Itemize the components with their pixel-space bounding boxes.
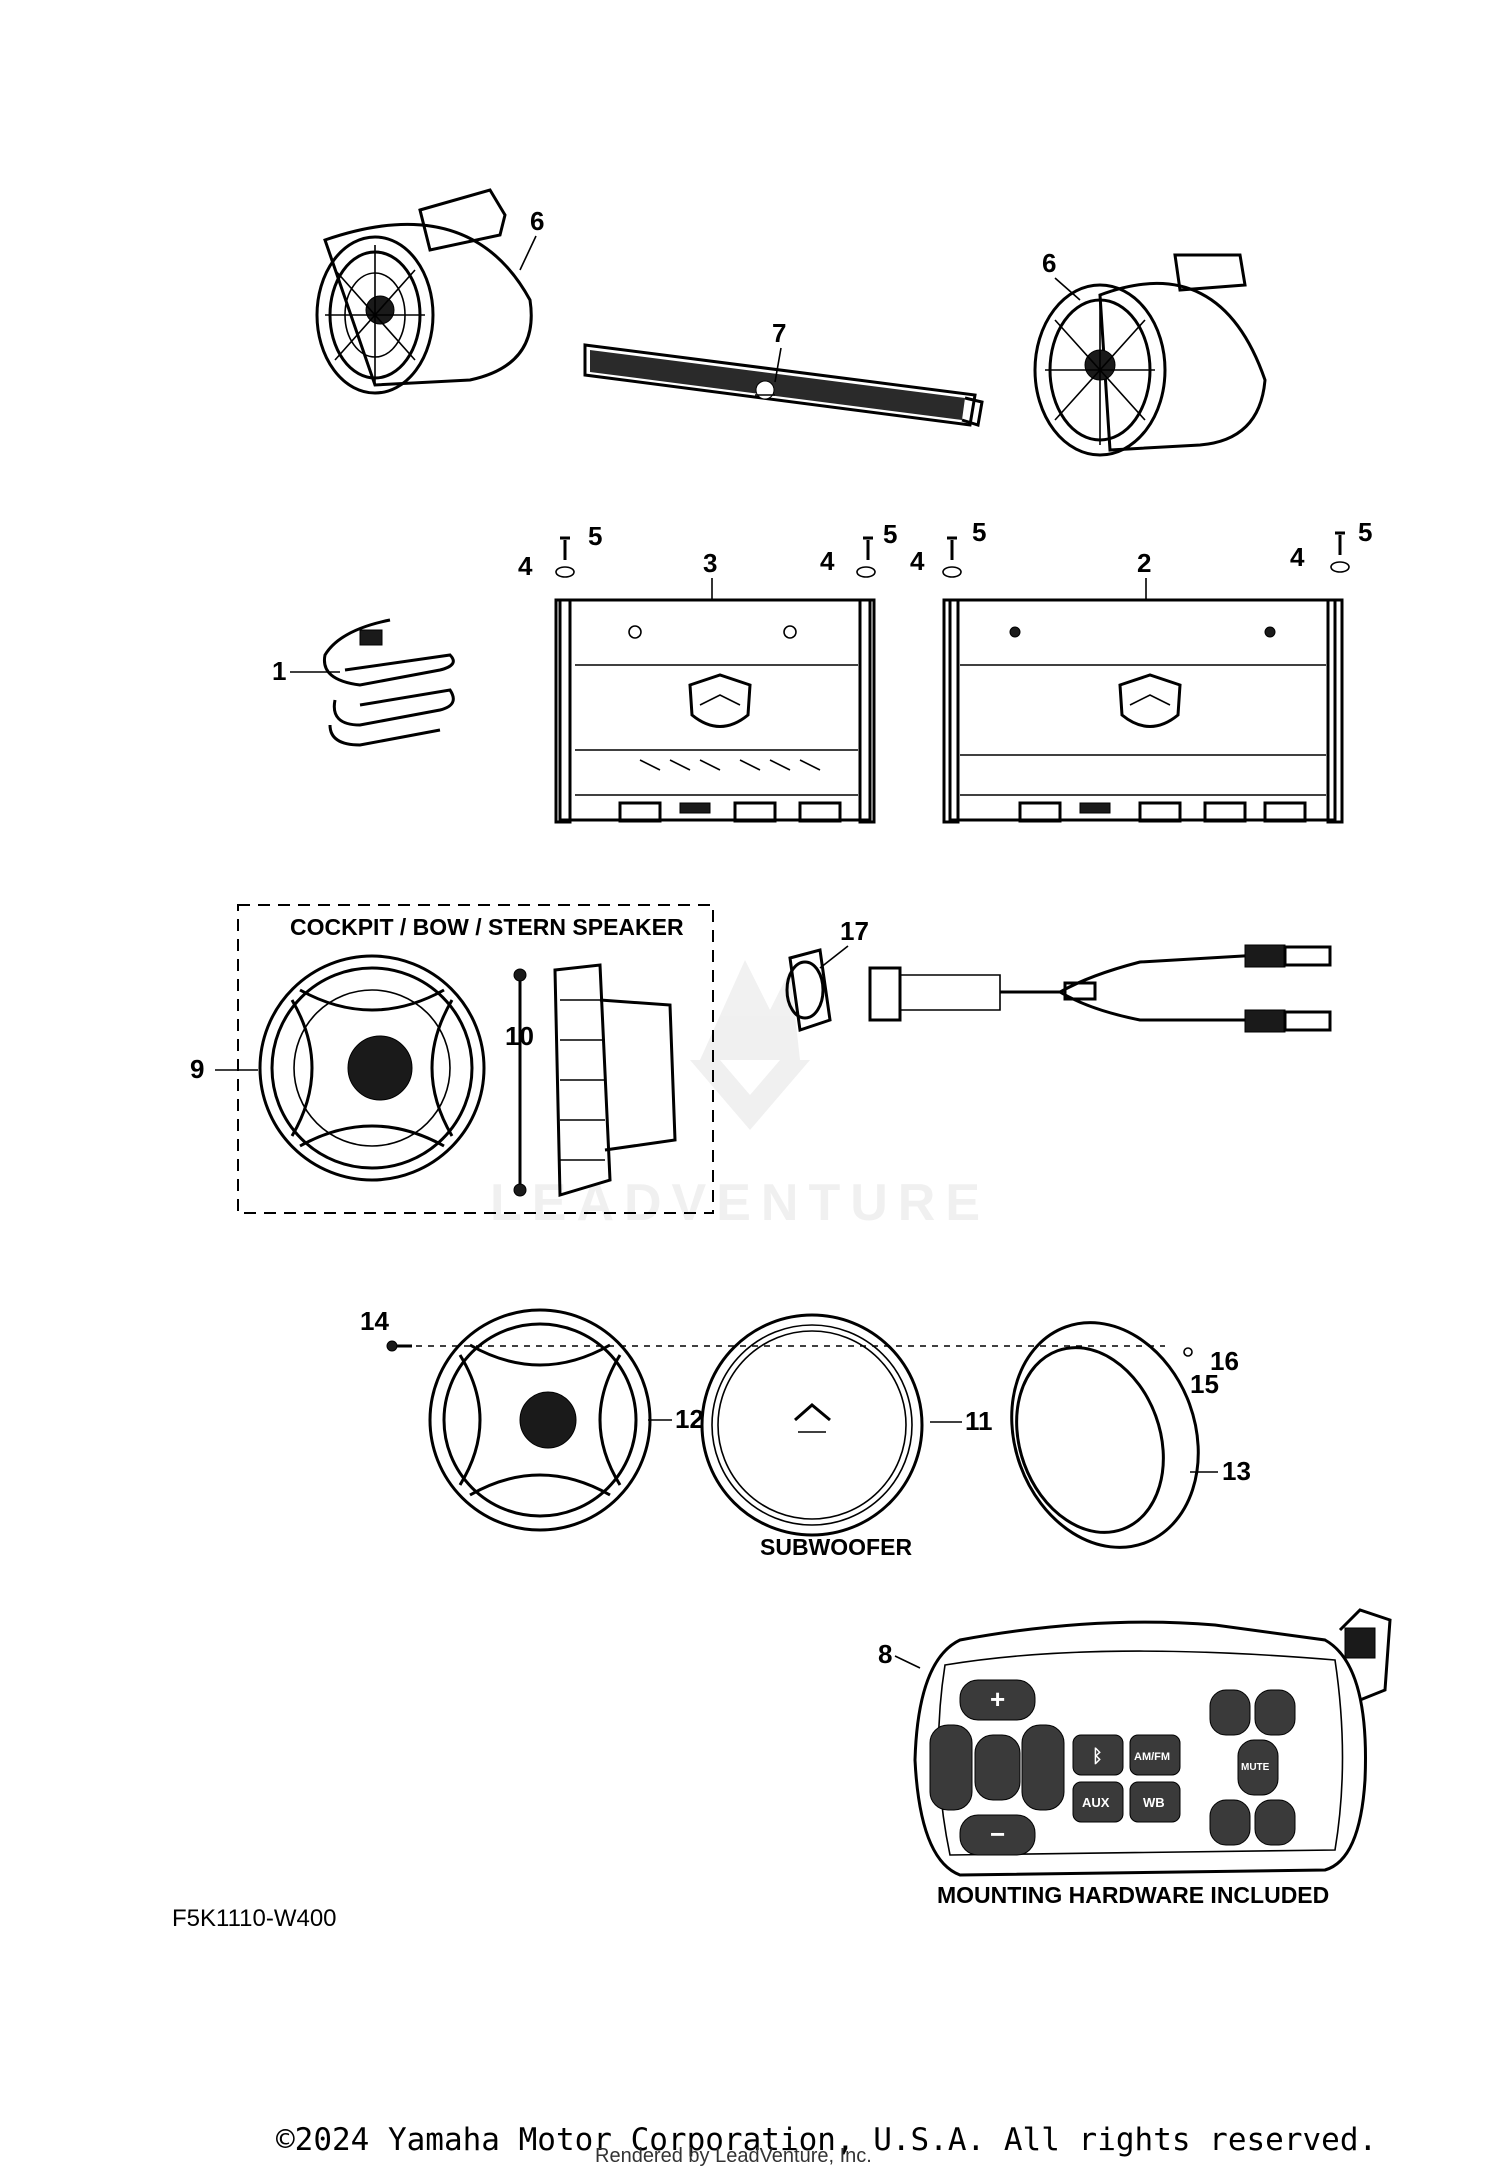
mute-button-label: MUTE: [1241, 1762, 1270, 1773]
aux-rca-cable: [785, 944, 1332, 1033]
remote-caption: MOUNTING HARDWARE INCLUDED: [937, 1882, 1329, 1908]
copyright-notice: ©2024 Yamaha Motor Corporation, U.S.A. A…: [276, 2122, 1377, 2158]
svg-text:−: −: [990, 1819, 1005, 1849]
tower-speaker-left: [315, 188, 533, 395]
speaker-box-caption: COCKPIT / BOW / STERN SPEAKER: [290, 914, 684, 940]
callout-6-right: 6: [1042, 248, 1056, 278]
callout-8: 8: [878, 1639, 892, 1669]
amplifier-2: [942, 598, 1344, 824]
cockpit-speaker: [258, 954, 677, 1198]
svg-text:+: +: [990, 1684, 1005, 1714]
callout-2: 2: [1137, 548, 1151, 578]
callout-4-b: 4: [820, 546, 835, 576]
callout-5-d: 5: [1358, 517, 1372, 547]
remote-control: + − ᛒ AM/FM AUX WB MUTE: [913, 1608, 1392, 1877]
amplifier-3: [554, 598, 876, 824]
callout-14: 14: [360, 1306, 389, 1336]
callout-12: 12: [675, 1404, 704, 1434]
amfm-button-label: AM/FM: [1134, 1751, 1170, 1763]
wb-button-label: WB: [1143, 1795, 1165, 1810]
mounting-ring-13: [1010, 1321, 1200, 1549]
callout-17: 17: [840, 916, 869, 946]
subwoofer-caption: SUBWOOFER: [760, 1534, 912, 1560]
callout-1: 1: [272, 656, 286, 686]
callout-3: 3: [703, 548, 717, 578]
tower-speaker-right: [1033, 253, 1267, 457]
bluetooth-icon: ᛒ: [1092, 1746, 1103, 1766]
callout-6-left: 6: [530, 206, 544, 236]
part-code: F5K1110-W400: [172, 1905, 337, 1932]
callout-9: 9: [190, 1054, 204, 1084]
leadventure-watermark: LEADVENTURE: [490, 960, 990, 1232]
sound-bar: [583, 343, 984, 427]
watermark-text: LEADVENTURE: [490, 1174, 990, 1232]
callout-16: 16: [1210, 1346, 1239, 1376]
aux-button-label: AUX: [1082, 1795, 1110, 1810]
speaker-grille-12: [428, 1308, 652, 1532]
rendered-by: Rendered by LeadVenture, Inc.: [595, 2145, 872, 2166]
callout-4-c: 4: [910, 546, 925, 576]
nut-16: [1183, 1347, 1193, 1357]
callout-5-a: 5: [588, 521, 602, 551]
callout-11: 11: [965, 1406, 993, 1436]
speaker-group-box: [237, 904, 714, 1214]
subwoofer-11: [700, 1313, 924, 1537]
callout-10: 10: [505, 1021, 534, 1051]
callout-13: 13: [1222, 1456, 1251, 1486]
screw-14: [386, 1340, 412, 1352]
callout-4-a: 4: [518, 551, 533, 581]
wiring-harness: [322, 618, 455, 747]
callout-7: 7: [772, 318, 786, 348]
callout-5-b: 5: [883, 519, 897, 549]
callout-5-c: 5: [972, 517, 986, 547]
callout-4-d: 4: [1290, 542, 1305, 572]
callout-15: 15: [1190, 1369, 1219, 1399]
screws-washers: [555, 531, 1350, 578]
